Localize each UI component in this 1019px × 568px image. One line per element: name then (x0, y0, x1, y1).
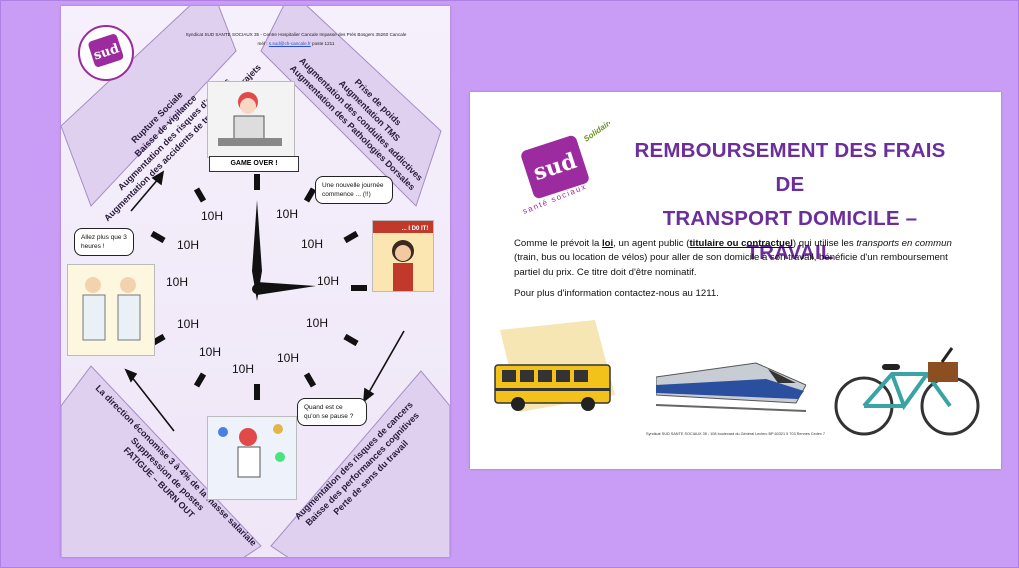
speech-bubble-break: Quand est ce qu'on se pause ? (297, 398, 367, 426)
hour-label: 10H (166, 275, 189, 289)
flyer-paragraph-rules: Comme le prévoit la loi, un agent public… (514, 237, 959, 280)
text-segment: , un agent public ( (613, 238, 690, 249)
bicycle-icon (834, 347, 980, 436)
juggling-nurse-illustration (218, 424, 285, 478)
poster-header-mail-link[interactable]: s.sud@ch-cancale.fr (268, 41, 311, 46)
hour-label: 10H (201, 209, 224, 223)
hour-label: 10H (276, 207, 299, 221)
hour-label: 10H (277, 351, 300, 365)
text-segment-italic: transports en commun (856, 238, 952, 249)
text-segment: ) qui utilise les (792, 238, 857, 249)
cartoon-game-over (207, 81, 295, 158)
poster-header-mail-label: mél : (257, 41, 268, 46)
text-segment-bold: loi (601, 238, 614, 249)
speech-bubble-three-hours: Allez plus que 3 heures ! (74, 228, 134, 256)
flyer-footer: Syndicat SUD SANTE SOCIAUX 35 - 108 boul… (646, 432, 825, 436)
superhero-illustration: ... I D0 IT! (373, 221, 433, 291)
flyer-paragraph-contact: Pour plus d'information contactez-nous a… (514, 287, 719, 299)
text-segment-bold: titulaire ou contractuel (689, 238, 793, 249)
poster-header-address: Syndicat SUD SANTE SOCIAUX 35 - Centre H… (185, 32, 407, 37)
poster-header: Syndicat SUD SANTE SOCIAUX 35 - Centre H… (156, 30, 436, 48)
hour-label: 10H (317, 274, 340, 288)
text-segment: Comme le prévoit la (514, 238, 602, 249)
hour-label: 10H (232, 362, 255, 376)
flyer-title-line: REMBOURSEMENT DES FRAIS DE (634, 139, 946, 196)
cartoon-juggler (207, 416, 297, 500)
flyer-title-line: TRANSPORT DOMICILE – TRAVAIL (662, 207, 918, 264)
game-over-label: GAME OVER ! (209, 156, 299, 172)
hour-label: 10H (199, 345, 222, 359)
poster-sud-logo: sud (78, 25, 134, 81)
text-segment: (train, bus ou location de vélos) pour a… (514, 252, 948, 278)
nurses-illustration (82, 277, 141, 341)
svg-text:... I D0 IT!: ... I D0 IT! (402, 226, 429, 232)
cartoon-wonder-woman: ... I D0 IT! (372, 220, 434, 292)
hour-label: 10H (301, 237, 324, 251)
speech-bubble-new-day: Une nouvelle journée commence ... (!!) (315, 176, 393, 204)
svg-text:Solidaires: Solidaires (582, 122, 610, 144)
poster-header-phone: poste 1211 (312, 41, 335, 46)
tired-worker-illustration (218, 92, 282, 146)
flyer-sud-logo: sud Solidaires santé sociaux (521, 122, 610, 216)
poster-background-art (61, 6, 450, 557)
right-flyer: sud Solidaires santé sociaux REMBOURSEME… (470, 92, 1001, 469)
train-icon (656, 362, 806, 412)
hour-label: 10H (177, 238, 200, 252)
left-poster: sud Syndicat SUD SANTE SOCIAUX 35 - Cent… (61, 6, 450, 557)
bus-icon (494, 320, 615, 412)
hour-label: 10H (177, 317, 200, 331)
flyer-title: REMBOURSEMENT DES FRAIS DE TRANSPORT DOM… (620, 134, 960, 270)
cartoon-nurses (67, 264, 155, 356)
hour-label: 10H (306, 316, 329, 330)
flyer-body: Comme le prévoit la loi, un agent public… (514, 237, 959, 308)
